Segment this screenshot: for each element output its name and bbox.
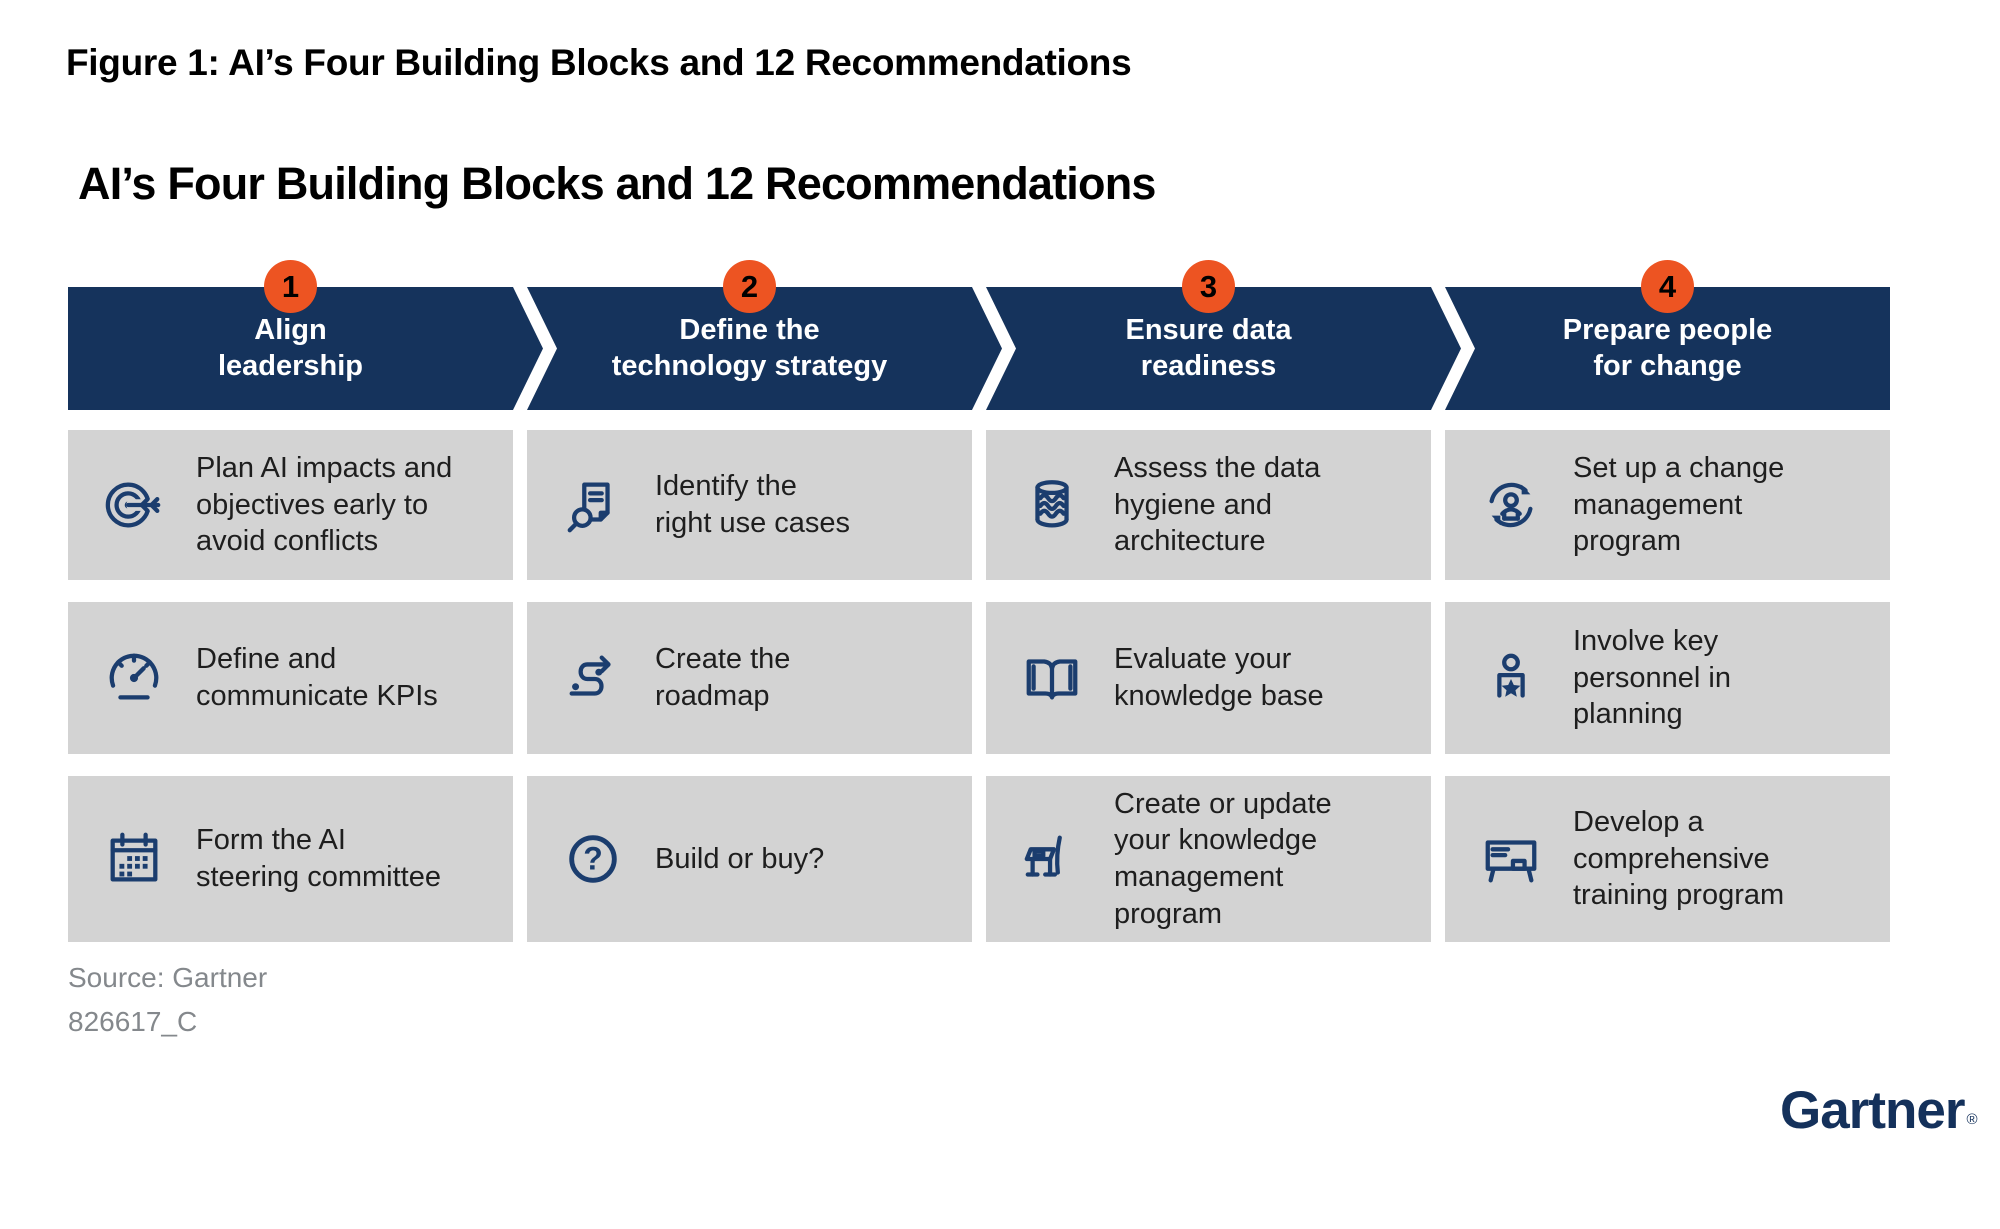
recommendation-text: Evaluate your knowledge base [1114,643,1324,712]
question-circle-icon: ? [561,828,625,890]
person-star-icon [1479,647,1543,709]
block-title-3: Ensure data readiness [1125,314,1292,382]
document-search-icon [561,474,625,536]
recommendation-cell-4-1: Set up a change management program [1445,430,1890,580]
figure-title: Figure 1: AI’s Four Building Blocks and … [66,42,1132,83]
training-board-icon [1479,828,1543,890]
step-number-2: 2 [740,268,759,304]
recommendations-grid: Plan AI impacts and objectives early to … [68,430,1890,942]
recommendation-text: Involve key personnel in planning [1573,625,1731,731]
recommendation-cell-3-2: Evaluate your knowledge base [986,602,1431,754]
open-book-icon [1020,647,1084,709]
building-blocks-diagram: Align leadership Define the technology s… [68,260,1890,942]
step-number-4: 4 [1658,268,1677,304]
block-title-4: Prepare people for change [1562,314,1773,382]
block-title-2: Define the technology strategy [611,314,888,382]
recommendation-cell-3-3: Create or update your knowledge manageme… [986,776,1431,942]
step-number-1: 1 [281,268,300,304]
recommendation-text: Create or update your knowledge manageme… [1114,787,1332,930]
chart-title: AI’s Four Building Blocks and 12 Recomme… [78,158,1156,209]
header-arrow-4 [1445,287,1890,410]
header-arrow-3 [986,287,1461,410]
step-number-3: 3 [1199,268,1218,304]
header-arrow-1 [68,287,543,410]
recommendation-cell-3-1: Assess the data hygiene and architecture [986,430,1431,580]
recommendation-cell-1-2: Define and communicate KPIs [68,602,513,754]
gartner-logo: Gartner® [1780,1080,1978,1141]
recommendation-text: Develop a comprehensive training program [1573,806,1785,912]
step-number-badge-3: 3 [1182,260,1235,313]
recommendation-cell-4-2: Involve key personnel in planning [1445,602,1890,754]
recommendation-text: Plan AI impacts and objectives early to … [196,452,453,558]
gartner-logo-text: Gartner [1780,1081,1965,1140]
recommendation-text: Create the roadmap [655,643,791,712]
recommendation-cell-4-3: Develop a comprehensive training program [1445,776,1890,942]
step-number-badge-4: 4 [1641,260,1694,313]
document-id: 826617_C [68,1006,198,1037]
database-icon [1020,474,1084,536]
step-number-badge-1: 1 [264,260,317,313]
recommendation-text: Build or buy? [655,842,825,875]
recommendation-cell-1-1: Plan AI impacts and objectives early to … [68,430,513,580]
roadmap-icon [561,647,625,709]
registered-mark: ® [1966,1111,1977,1128]
recommendation-cell-2-1: Identify the right use cases [527,430,972,580]
building-blocks-header: Align leadership Define the technology s… [68,260,1890,410]
recommendation-text: Set up a change management program [1573,452,1785,558]
person-change-icon [1479,474,1543,536]
step-number-badge-2: 2 [723,260,776,313]
recommendation-cell-1-3: Form the AI steering committee [68,776,513,942]
recommendation-cell-2-2: Create the roadmap [527,602,972,754]
svg-text:?: ? [583,841,603,877]
target-arrow-icon [102,474,166,536]
header-arrow-2 [527,287,1002,410]
gauge-icon [102,647,166,709]
recommendation-text: Identify the right use cases [655,470,851,539]
block-title-1: Align leadership [217,314,364,382]
header-arrow-band [68,287,1890,410]
recommendation-text: Define and communicate KPIs [196,643,438,712]
recommendation-cell-2-3: ? Build or buy? [527,776,972,942]
calendar-icon [102,828,166,890]
recommendation-text: Assess the data hygiene and architecture [1114,452,1321,558]
source-note: Source: Gartner [68,962,268,993]
recommendation-text: Form the AI steering committee [196,824,441,893]
lectern-icon [1020,828,1084,890]
